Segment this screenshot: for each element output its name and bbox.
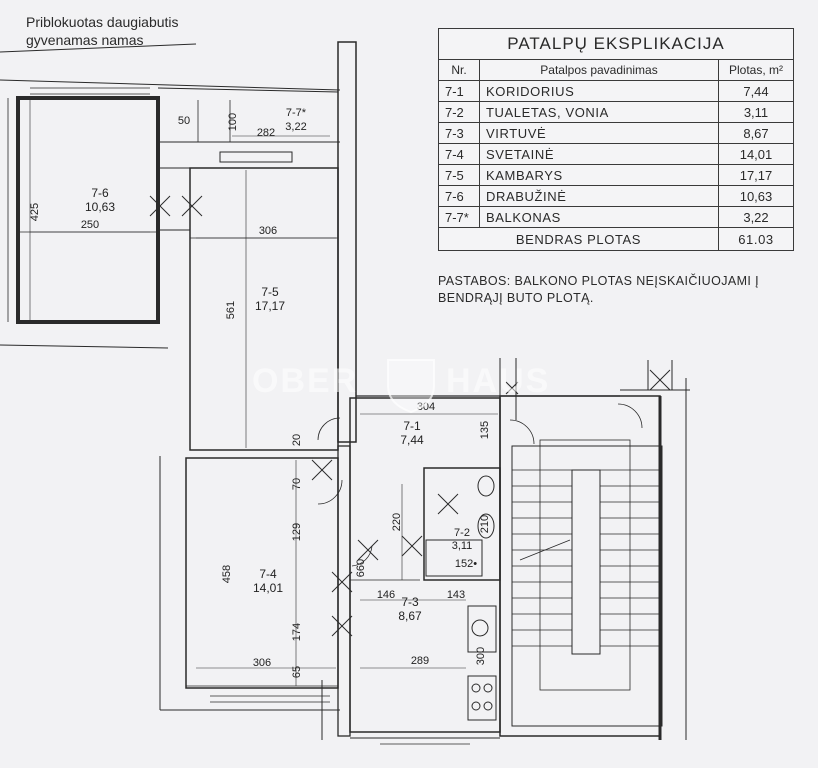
- dim-20: 20: [291, 434, 303, 446]
- row-nr: 7-7*: [438, 206, 480, 228]
- row-name: SVETAINĖ: [479, 143, 719, 165]
- row-nr: 7-3: [438, 122, 480, 144]
- room-7-6-area: 10,63: [85, 200, 115, 214]
- table-title: PATALPŲ EKSPLIKACIJA: [438, 28, 794, 60]
- dim-210: 210: [479, 515, 491, 533]
- room-7-2-code: 7-2: [454, 527, 470, 539]
- row-nr: 7-1: [438, 80, 480, 102]
- dim-65: 65: [291, 666, 303, 678]
- dim-129: 129: [291, 523, 303, 541]
- dim-289: 289: [411, 655, 429, 667]
- total-value: 61.03: [718, 227, 794, 251]
- room-7-6-outline: [16, 96, 160, 324]
- row-nr: 7-6: [438, 185, 480, 207]
- row-name: VIRTUVĖ: [479, 122, 719, 144]
- dim-70: 70: [291, 478, 303, 490]
- row-area: 8,67: [718, 122, 794, 144]
- row-name: KORIDORIUS: [479, 80, 719, 102]
- header-area: Plotas, m²: [718, 59, 794, 81]
- header-name: Patalpos pavadinimas: [479, 59, 719, 81]
- row-nr: 7-2: [438, 101, 480, 123]
- building-type-line-2: gyvenamas namas: [26, 32, 144, 48]
- dim-306-top: 306: [259, 225, 277, 237]
- table-row: 7-7* BALKONAS 3,22: [438, 206, 794, 228]
- plan-notes: PASTABOS: BALKONO PLOTAS NEĮSKAIČIUOJAMI…: [438, 274, 760, 305]
- dim-143: 143: [447, 589, 465, 601]
- room-7-3-area: 8,67: [398, 609, 422, 623]
- room-7-4-area: 14,01: [253, 581, 283, 595]
- room-7-5-area: 17,17: [255, 299, 285, 313]
- row-area: 14,01: [718, 143, 794, 165]
- header-nr: Nr.: [438, 59, 480, 81]
- dim-306-bottom: 306: [253, 657, 271, 669]
- dim-50: 50: [178, 115, 190, 127]
- row-name: KAMBARYS: [479, 164, 719, 186]
- row-area: 17,17: [718, 164, 794, 186]
- row-area: 10,63: [718, 185, 794, 207]
- room-7-7-area: 3,22: [285, 121, 306, 133]
- row-nr: 7-4: [438, 143, 480, 165]
- room-7-3-code: 7-3: [401, 595, 419, 609]
- row-nr: 7-5: [438, 164, 480, 186]
- dim-282: 282: [257, 127, 275, 139]
- building-type-line-1: Priblokuotas daugiabutis: [26, 14, 179, 30]
- room-7-1-code: 7-1: [403, 419, 421, 433]
- room-7-4-code: 7-4: [259, 567, 277, 581]
- dim-660: 660: [355, 559, 367, 577]
- room-7-6-code: 7-6: [91, 186, 109, 200]
- table-row: 7-5 KAMBARYS 17,17: [438, 164, 794, 186]
- watermark-shield-logo: [387, 359, 435, 414]
- total-label: BENDRAS PLOTAS: [438, 227, 719, 251]
- room-7-2-area: 3,11: [452, 540, 473, 552]
- room-7-1-area: 7,44: [400, 433, 424, 447]
- dim-425: 425: [29, 203, 41, 221]
- dim-100: 100: [227, 113, 239, 131]
- table-row: 7-6 DRABUŽINĖ 10,63: [438, 185, 794, 207]
- dim-304: 304: [417, 401, 435, 413]
- dim-220: 220: [391, 513, 403, 531]
- row-area: 3,11: [718, 101, 794, 123]
- row-name: BALKONAS: [479, 206, 719, 228]
- dim-152: 152•: [455, 558, 477, 570]
- dim-458: 458: [221, 565, 233, 583]
- watermark-left: OBER: [252, 362, 359, 400]
- dim-135: 135: [479, 421, 491, 439]
- dim-300: 300: [475, 647, 487, 665]
- row-area: 3,22: [718, 206, 794, 228]
- row-area: 7,44: [718, 80, 794, 102]
- table-row: 7-2 TUALETAS, VONIA 3,11: [438, 101, 794, 123]
- room-7-5-code: 7-5: [261, 285, 279, 299]
- dim-250: 250: [81, 219, 99, 231]
- dim-174: 174: [291, 623, 303, 641]
- table-row: 7-4 SVETAINĖ 14,01: [438, 143, 794, 165]
- dim-146: 146: [377, 589, 395, 601]
- watermark-right: HAUS: [446, 362, 551, 400]
- room-7-7-code: 7-7*: [286, 107, 307, 119]
- dim-561: 561: [225, 301, 237, 319]
- total-row: BENDRAS PLOTAS 61.03: [438, 227, 794, 251]
- row-name: TUALETAS, VONIA: [479, 101, 719, 123]
- row-name: DRABUŽINĖ: [479, 185, 719, 207]
- table-row: 7-3 VIRTUVĖ 8,67: [438, 122, 794, 144]
- room-explication-table: PATALPŲ EKSPLIKACIJA Nr. Patalpos pavadi…: [438, 28, 794, 251]
- table-row: 7-1 KORIDORIUS 7,44: [438, 80, 794, 102]
